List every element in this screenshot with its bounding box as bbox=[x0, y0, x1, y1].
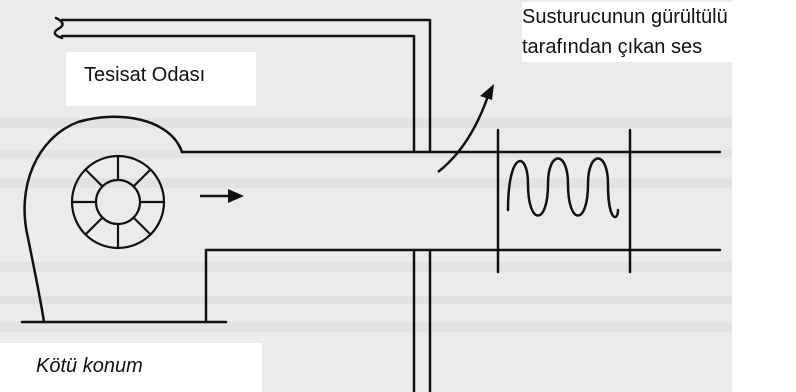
top-duct-outer bbox=[60, 18, 432, 154]
muffler-noise-label-line1: Susturucunun gürültülü bbox=[522, 6, 728, 28]
noise-arrow-icon bbox=[437, 84, 494, 173]
room-label-box bbox=[66, 52, 256, 106]
bad-position-label: Kötü konum bbox=[36, 355, 143, 377]
position-label-box bbox=[0, 343, 262, 392]
sound-wave-icon bbox=[506, 157, 620, 219]
duct-break-mark bbox=[53, 16, 64, 40]
fan-housing bbox=[23, 115, 184, 324]
fan-housing-bottom bbox=[204, 248, 722, 324]
top-duct-inner bbox=[60, 34, 416, 154]
muffler-noise-label: Susturucunun gürültülü tarafından çıkan … bbox=[522, 2, 732, 62]
room-label: Tesisat Odası bbox=[84, 64, 206, 86]
fan-icon bbox=[70, 154, 166, 250]
airflow-arrow-icon bbox=[200, 189, 244, 203]
muffler-noise-label-line2: tarafından çıkan ses bbox=[522, 36, 703, 58]
